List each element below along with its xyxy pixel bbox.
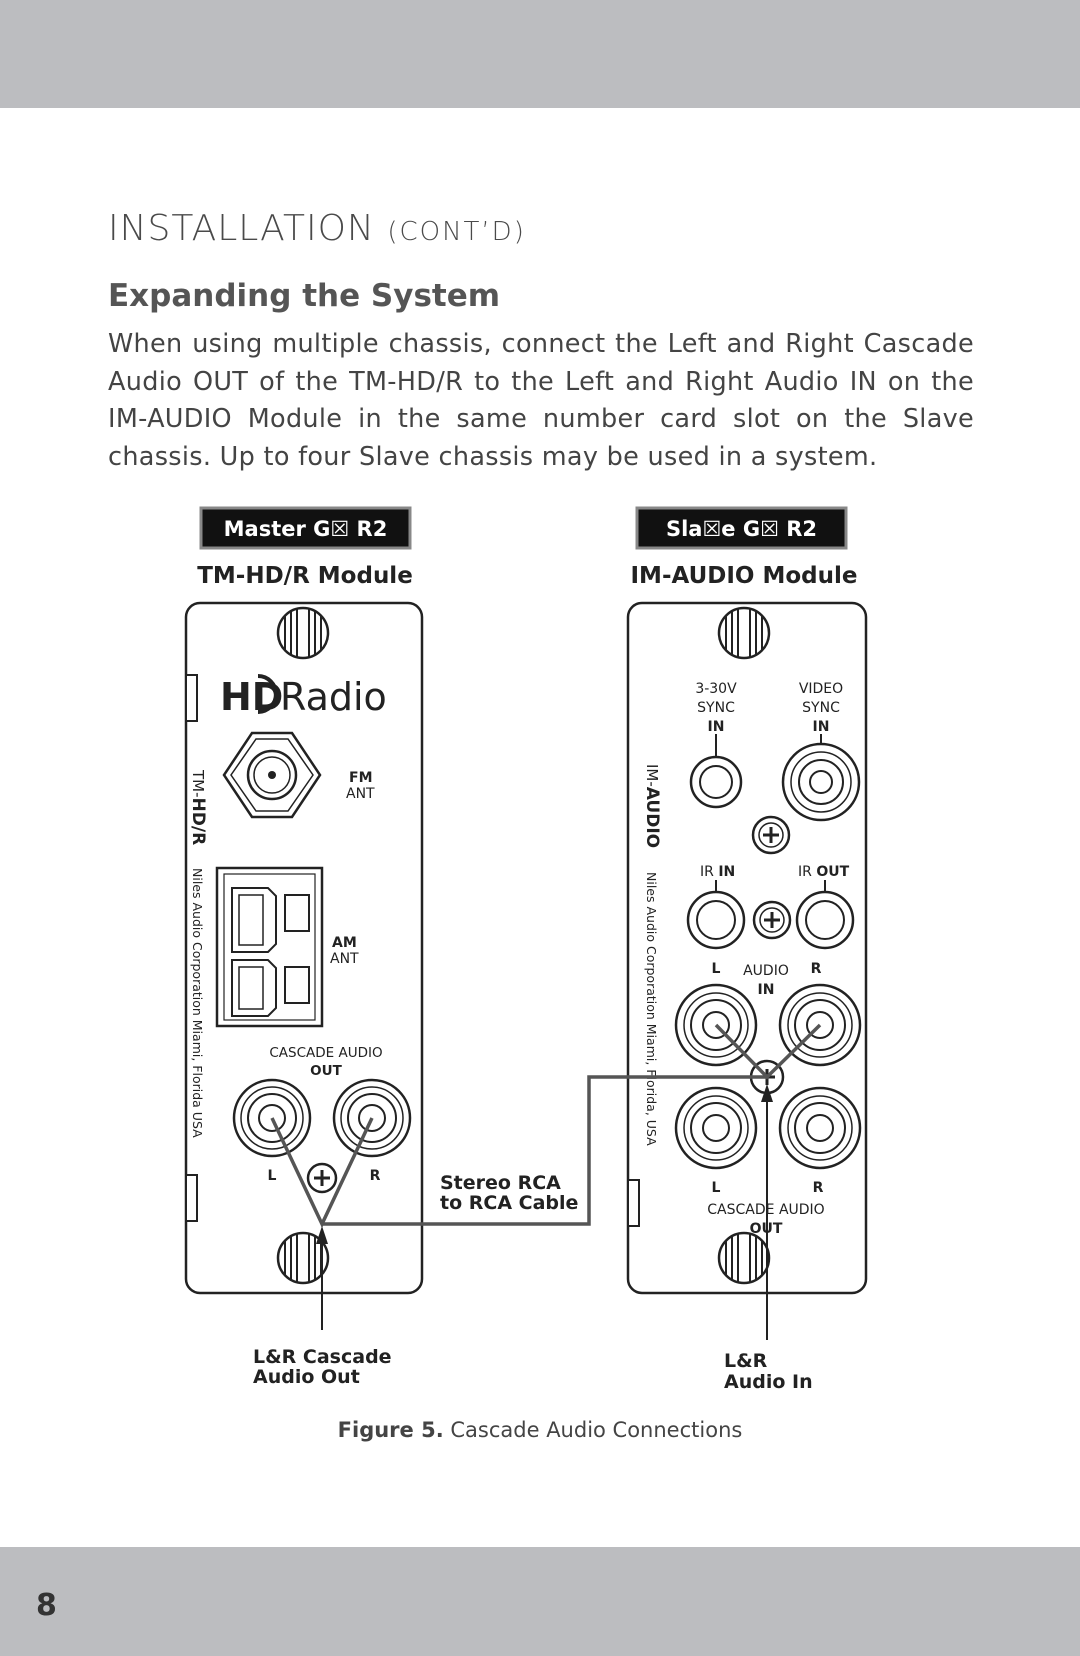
side-model: TM-HD/R xyxy=(188,769,208,845)
master-module-title: TM-HD/R Module xyxy=(197,563,413,589)
hd-radio-logo: HD Radio xyxy=(220,674,387,719)
page-heading: Expanding the System xyxy=(108,278,501,314)
card-tab xyxy=(185,674,198,722)
cascade-left-label: L xyxy=(712,1180,721,1196)
left-label: L xyxy=(268,1168,277,1184)
right-label: R xyxy=(370,1168,381,1184)
figure-caption: Figure 5. Cascade Audio Connections xyxy=(0,1418,1080,1442)
audio-left-label: L xyxy=(712,961,721,977)
video-in-label: IN xyxy=(813,719,830,735)
master-badge-box xyxy=(199,506,412,550)
slave-badge-box xyxy=(635,506,848,550)
cascade-out-left-jack xyxy=(232,1078,312,1158)
audio-in-label: IN xyxy=(758,982,775,998)
side-model: IM-AUDIO xyxy=(642,764,662,848)
section-title: INSTALLATION (CONT’D) xyxy=(108,208,526,249)
body-paragraph: When using multiple chassis, connect the… xyxy=(108,329,974,472)
video-label: VIDEO xyxy=(799,681,843,697)
am-label: AM xyxy=(332,935,357,951)
cascade-audio-label: CASCADE AUDIO xyxy=(269,1045,382,1061)
cascade-out-label: OUT xyxy=(310,1063,342,1079)
callout-right-line1: L&R xyxy=(724,1350,768,1372)
callout-left-line1: L&R Cascade xyxy=(253,1346,392,1368)
callout-arrow-right xyxy=(761,1084,773,1340)
thumb-screw xyxy=(717,1231,771,1285)
master-badge: Master G☒ R2 xyxy=(224,517,388,541)
stereo-rca-cable xyxy=(270,1023,822,1229)
mount-screw xyxy=(306,1162,338,1194)
slave-badge: Sla☒e G☒ R2 xyxy=(666,517,817,541)
cascade-out-right-jack xyxy=(778,1086,862,1170)
am-antenna-terminal xyxy=(215,866,324,1028)
audio-right-label: R xyxy=(811,961,822,977)
fm-antenna-connector xyxy=(222,731,322,819)
side-maker: Niles Audio Corporation Miami, Florida U… xyxy=(190,868,205,1138)
ir-out-label: IR OUT xyxy=(798,864,850,880)
card-tab xyxy=(627,1179,640,1227)
video-sync-label: SYNC xyxy=(802,700,840,716)
master-module: HD Radio TM-HD/R Niles Audio Corporation… xyxy=(184,601,424,1295)
sync-label: SYNC xyxy=(697,700,735,716)
audio-label: AUDIO xyxy=(743,963,789,979)
video-sync-in-jack xyxy=(781,742,861,822)
figure-caption-text: Cascade Audio Connections xyxy=(450,1418,743,1442)
cable-label-line2: to RCA Cable xyxy=(440,1192,578,1214)
callout-right-line2: Audio In xyxy=(724,1371,813,1393)
sync-voltage-label: 3-30V xyxy=(695,681,737,697)
callout-arrow-left xyxy=(316,1226,328,1330)
mount-screw xyxy=(752,900,792,940)
section-subtitle: (CONT’D) xyxy=(387,217,526,247)
side-maker: Niles Audio Corporation Miami, Florida, … xyxy=(644,872,659,1146)
sync-in-label: IN xyxy=(708,719,725,735)
card-tab xyxy=(185,1174,198,1222)
sync-in-jack xyxy=(689,755,743,809)
thumb-screw xyxy=(276,606,330,660)
slave-module-title: IM-AUDIO Module xyxy=(631,563,858,589)
thumb-screw xyxy=(717,606,771,660)
cascade-right-label: R xyxy=(813,1180,824,1196)
ir-out-jack xyxy=(795,890,855,950)
fm-label: FM xyxy=(349,770,373,786)
cable-label-line1: Stereo RCA xyxy=(440,1172,561,1194)
ir-in-jack xyxy=(686,890,746,950)
callout-left-line2: Audio Out xyxy=(253,1366,360,1388)
figure-label: Figure 5. xyxy=(337,1418,444,1442)
fm-ant-label: ANT xyxy=(346,786,375,802)
header-band xyxy=(0,0,1080,108)
cascade-out-left-jack xyxy=(674,1086,758,1170)
slave-module: IM-AUDIO Niles Audio Corporation Miami, … xyxy=(626,601,868,1295)
ir-in-label: IR IN xyxy=(700,864,735,880)
am-ant-label: ANT xyxy=(330,951,359,967)
mount-screw xyxy=(751,815,791,855)
svg-text:Radio: Radio xyxy=(280,675,387,719)
page-number: 8 xyxy=(36,1588,57,1623)
footer-band xyxy=(0,1547,1080,1656)
